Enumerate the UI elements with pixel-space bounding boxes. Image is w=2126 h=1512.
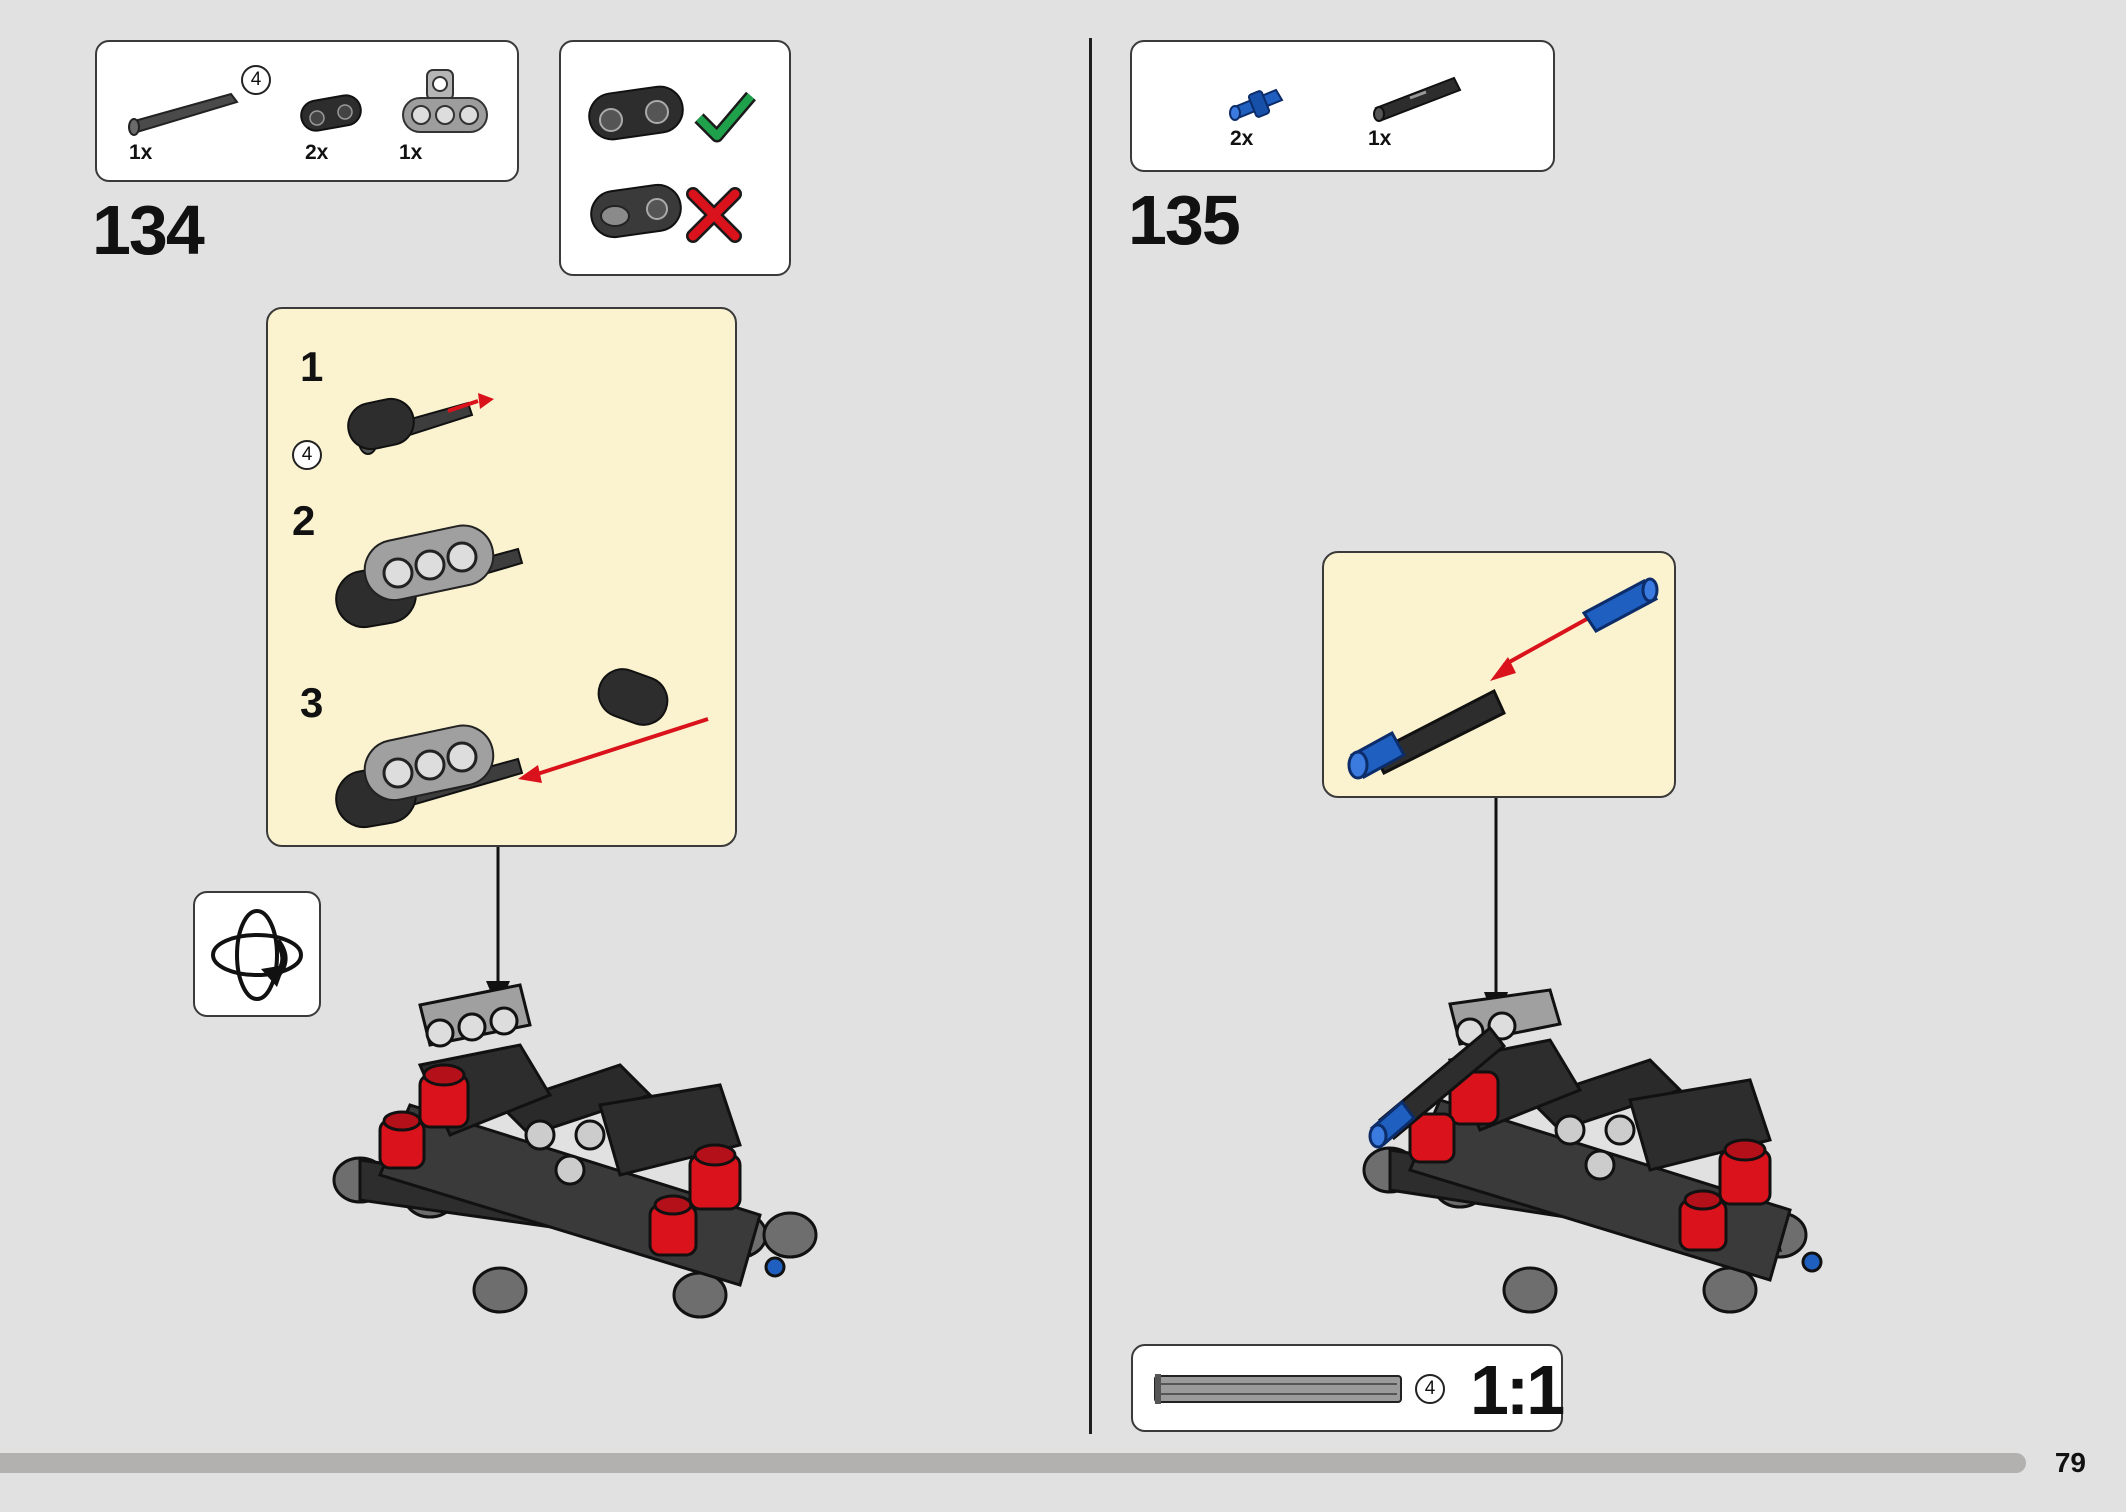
scale-reference: 4 1:1: [1131, 1344, 1565, 1432]
part-qty: 2x: [305, 141, 329, 164]
beam-wrong-icon: [590, 183, 682, 239]
substep-2-illustration: [335, 524, 524, 629]
part-qty: 1x: [1368, 127, 1392, 150]
part-qty: 1x: [399, 141, 423, 164]
scale-ratio: 1:1: [1470, 1351, 1565, 1429]
substep-number: 2: [292, 497, 316, 544]
rotate-model-icon: [211, 909, 303, 1001]
page-number: 79: [2054, 1447, 2086, 1478]
part-qty: 2x: [1230, 127, 1254, 150]
connector-icon: [1373, 76, 1462, 122]
rotate-model-button: [193, 891, 321, 1017]
substep-number: 1: [300, 343, 324, 390]
parts-list-135: 2x 1x: [1130, 40, 1555, 172]
parts-list-134: 4 1x 2x 1x: [95, 40, 519, 182]
step-number: 135: [1128, 181, 1241, 259]
axle-length-badge: 4: [1415, 1374, 1445, 1404]
beam-2-icon: [300, 94, 362, 132]
beam-correct-icon: [588, 85, 684, 141]
model-assembly-134: [332, 983, 818, 1319]
substep-number: 3: [300, 679, 324, 726]
subassembly-callout: 1 4 2 3: [266, 307, 737, 847]
axle-icon: [128, 92, 239, 136]
blue-pin-icon: [1229, 88, 1284, 121]
axle-scale-icon: [1154, 1374, 1402, 1404]
model-assembly-135: [1362, 988, 1823, 1314]
axle-length-badge: 4: [241, 65, 271, 95]
axle-length-badge: 4: [292, 440, 322, 470]
checkmark-icon: [694, 91, 756, 143]
beam-3-icon: [402, 69, 488, 133]
part-qty: 1x: [129, 141, 153, 164]
substep-1-illustration: [347, 393, 494, 455]
orientation-hint: [559, 40, 791, 276]
substep-3-illustration: [335, 668, 709, 829]
page-divider: [1089, 38, 1092, 1434]
cross-icon: [686, 187, 742, 243]
subassembly-callout: [1322, 551, 1676, 798]
step-number: 134: [92, 191, 205, 269]
page-footer-bar: [0, 1453, 2026, 1473]
pin-connector-illustration: [1347, 577, 1659, 780]
